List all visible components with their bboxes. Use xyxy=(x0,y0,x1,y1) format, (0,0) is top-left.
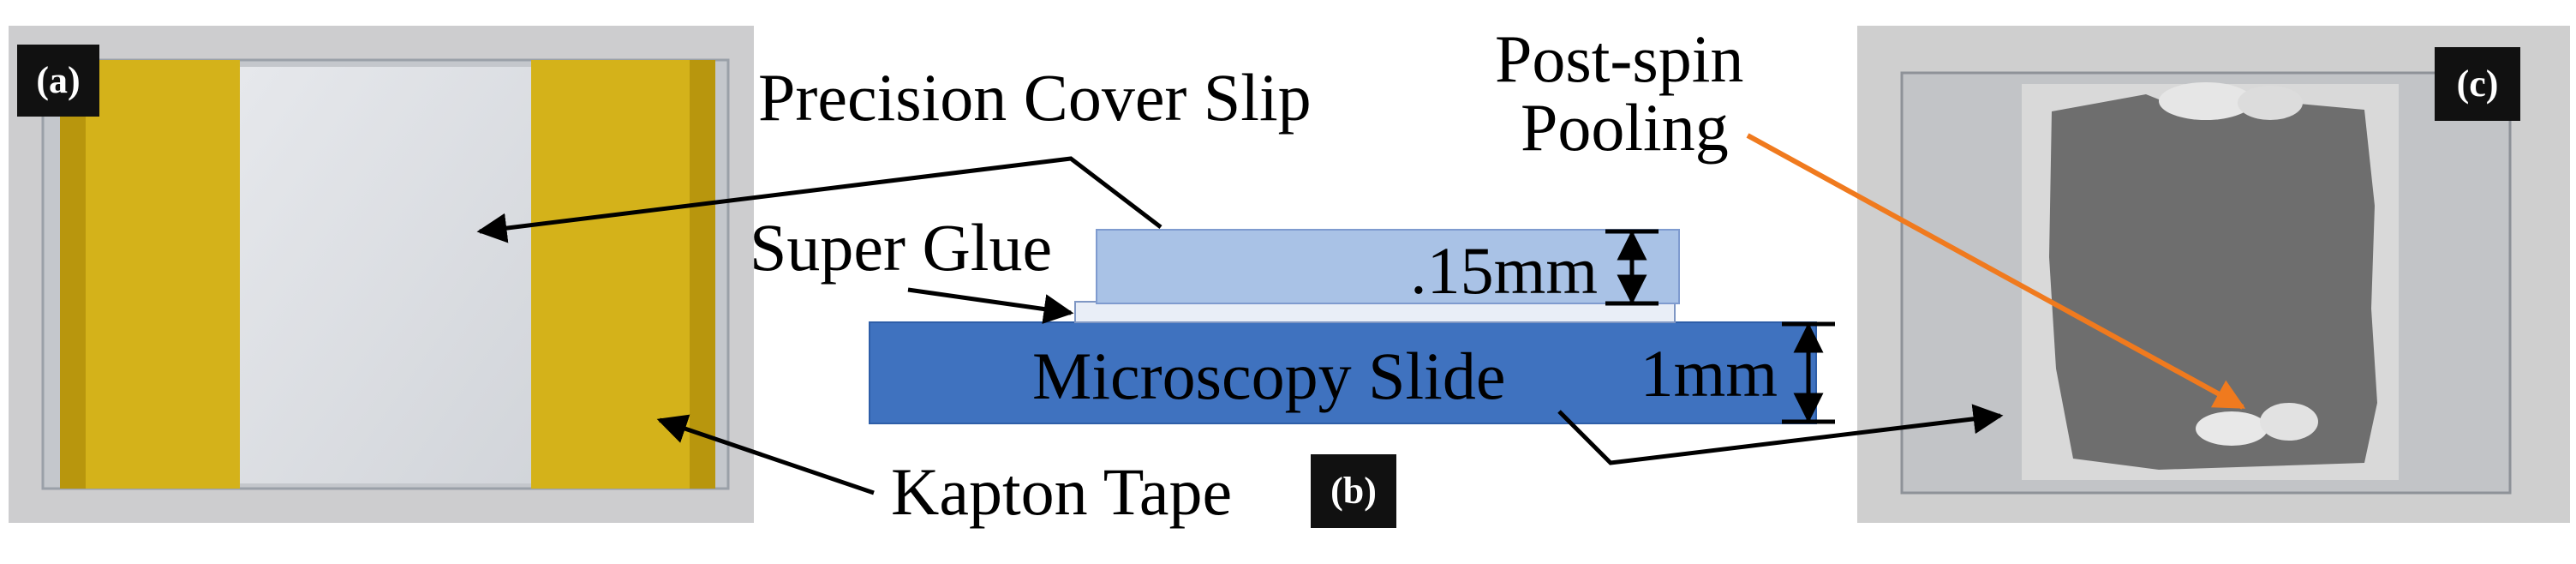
label-post-spin-line2: Pooling xyxy=(1521,90,1729,165)
panel-b-schematic: .15mm 1mm Precision Cover Slip Super Glu… xyxy=(750,60,1835,529)
panel-a-tag: (a) xyxy=(36,59,80,101)
arrow-cover-slip xyxy=(476,156,1162,243)
label-post-spin-line1: Post-spin xyxy=(1495,21,1743,96)
arrow-post-spin-pooling xyxy=(1746,133,2246,410)
slide-dimension xyxy=(1782,321,1835,424)
annotation-arrows xyxy=(476,156,2004,495)
kapton-tape-left xyxy=(60,60,240,489)
label-super-glue: Super Glue xyxy=(750,210,1052,285)
slide-thickness: 1mm xyxy=(1641,336,1778,411)
panel-c-tag: (c) xyxy=(2457,63,2499,105)
label-precision-cover-slip: Precision Cover Slip xyxy=(758,60,1312,135)
arrow-kapton-tape xyxy=(656,414,875,495)
cover-slip xyxy=(1096,229,1680,304)
label-kapton-tape: Kapton Tape xyxy=(891,454,1232,529)
cover-slip-photo xyxy=(240,67,531,483)
kapton-tape-right xyxy=(531,60,715,489)
cover-slip-dimension xyxy=(1605,229,1659,306)
cover-slip-thickness: .15mm xyxy=(1410,233,1598,308)
panel-a-photo: (a) xyxy=(9,26,754,523)
arrow-microscopy-slide xyxy=(1557,404,2004,465)
panel-c-photo: (c) xyxy=(1857,26,2570,523)
super-glue-layer xyxy=(1074,301,1676,323)
arrow-super-glue xyxy=(907,287,1074,324)
label-microscopy-slide: Microscopy Slide xyxy=(1032,339,1505,413)
film-coating xyxy=(2049,94,2377,470)
panel-b-tag: (b) xyxy=(1330,470,1377,512)
